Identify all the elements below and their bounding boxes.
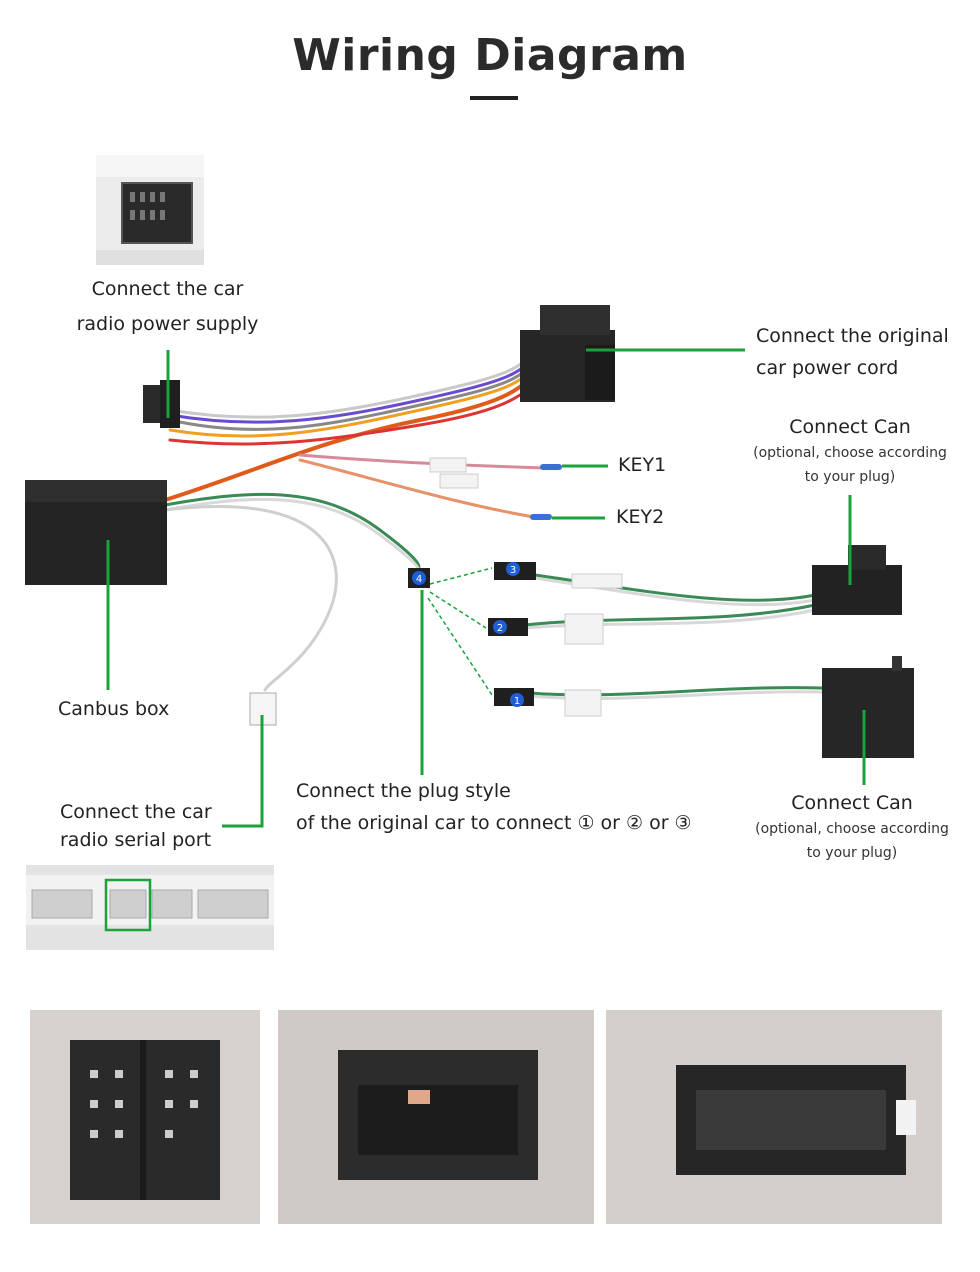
can-top-note-line1: (optional, choose according bbox=[753, 445, 947, 461]
marker-4-text: 4 bbox=[416, 574, 422, 585]
canbus-box-label: Canbus box bbox=[58, 698, 170, 720]
marker-1-text: 1 bbox=[514, 696, 520, 707]
key2-label: KEY2 bbox=[616, 506, 665, 528]
can-top-note-line2: to your plug) bbox=[804, 469, 896, 485]
serial-port-label: Connect the car radio serial port bbox=[60, 798, 212, 854]
plug-photo-2 bbox=[278, 1010, 594, 1224]
marker-3: 3 bbox=[506, 562, 520, 576]
plug-style-label-line2: of the original car to connect ① or ② or… bbox=[296, 812, 692, 834]
radio-power-photo bbox=[96, 155, 204, 265]
can-bottom-note-line1: (optional, choose according bbox=[755, 821, 949, 837]
can-top-label: Connect Can (optional, choose according … bbox=[740, 413, 960, 489]
marker-1: 1 bbox=[510, 693, 524, 707]
serial-port-label-line1: Connect the car bbox=[60, 801, 212, 823]
original-power-label-line1: Connect the original bbox=[756, 325, 949, 347]
marker-2: 2 bbox=[493, 620, 507, 634]
plug-style-label: Connect the plug style of the original c… bbox=[296, 775, 692, 839]
radio-power-label-line2: radio power supply bbox=[76, 313, 259, 335]
radio-power-label-line1: Connect the car bbox=[91, 278, 244, 300]
page-title: Wiring Diagram bbox=[292, 30, 688, 81]
can-connector-bottom bbox=[822, 656, 914, 758]
marker-4: 4 bbox=[412, 571, 426, 585]
key1-wire-tip bbox=[540, 464, 562, 470]
can-bottom-label: Connect Can (optional, choose according … bbox=[742, 789, 962, 865]
plug-photo-1 bbox=[30, 1010, 260, 1224]
can-bottom-title: Connect Can bbox=[791, 792, 913, 814]
plug-photo-3 bbox=[606, 1010, 942, 1224]
original-power-label: Connect the original car power cord bbox=[756, 320, 966, 384]
key1-label: KEY1 bbox=[618, 454, 667, 476]
original-power-connector bbox=[520, 305, 615, 402]
radio-power-plug bbox=[143, 380, 180, 428]
original-power-label-line2: car power cord bbox=[756, 357, 899, 379]
title-underline bbox=[470, 96, 518, 100]
marker-2-text: 2 bbox=[497, 623, 503, 634]
plug-style-label-line1: Connect the plug style bbox=[296, 780, 511, 802]
can-top-title: Connect Can bbox=[789, 416, 911, 438]
radio-power-label: Connect the car radio power supply bbox=[60, 272, 275, 342]
key2-wire-tip bbox=[530, 514, 552, 520]
marker-3-text: 3 bbox=[510, 565, 516, 576]
serial-port-photo bbox=[26, 865, 274, 950]
can-bottom-note-line2: to your plug) bbox=[806, 845, 898, 861]
can-connector-top bbox=[812, 545, 902, 615]
serial-port-label-line2: radio serial port bbox=[60, 829, 212, 851]
